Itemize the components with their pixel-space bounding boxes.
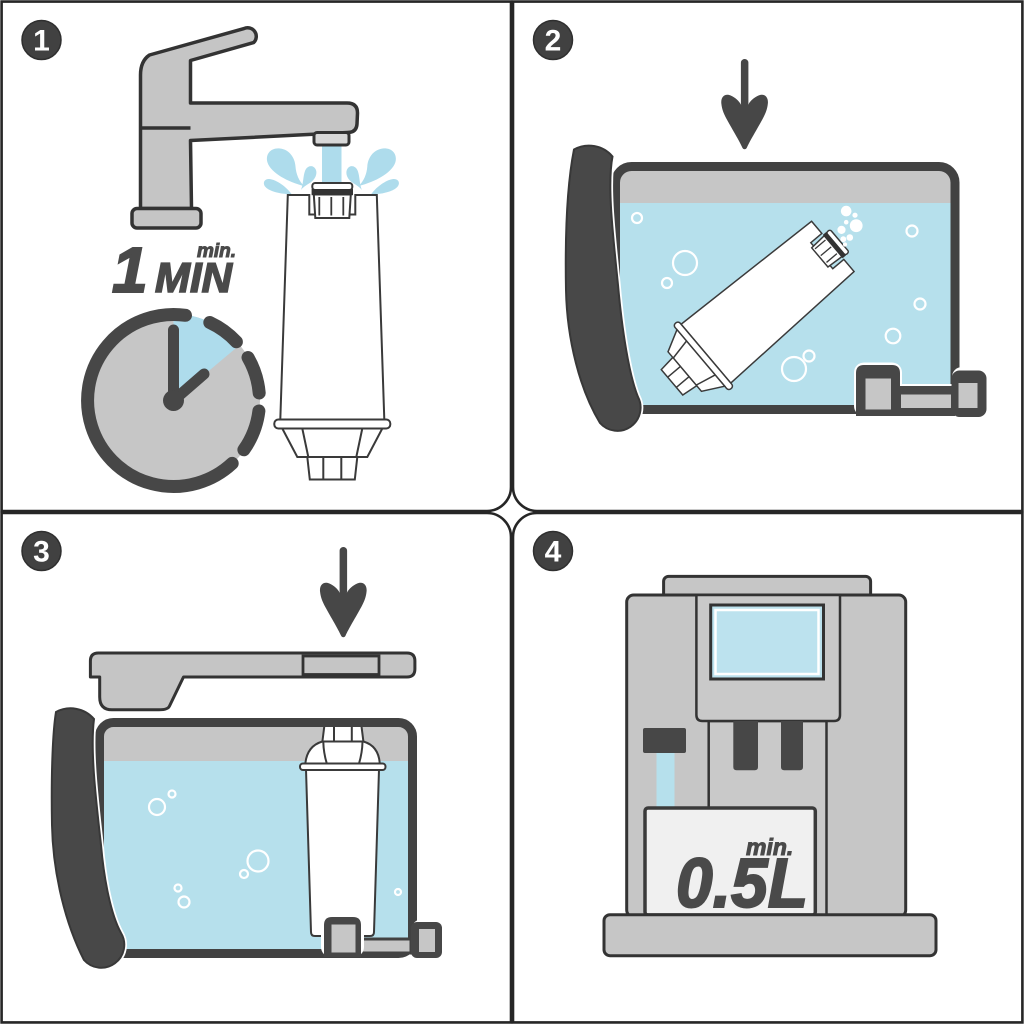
svg-text:3: 3 <box>33 536 50 569</box>
svg-text:MIN: MIN <box>155 254 234 301</box>
svg-text:4: 4 <box>545 536 562 569</box>
svg-text:1: 1 <box>112 234 148 306</box>
svg-text:min.: min. <box>197 241 236 262</box>
svg-text:min.: min. <box>746 834 793 860</box>
svg-text:0.5L: 0.5L <box>676 844 808 922</box>
svg-text:2: 2 <box>545 25 562 58</box>
svg-text:1: 1 <box>33 25 50 58</box>
